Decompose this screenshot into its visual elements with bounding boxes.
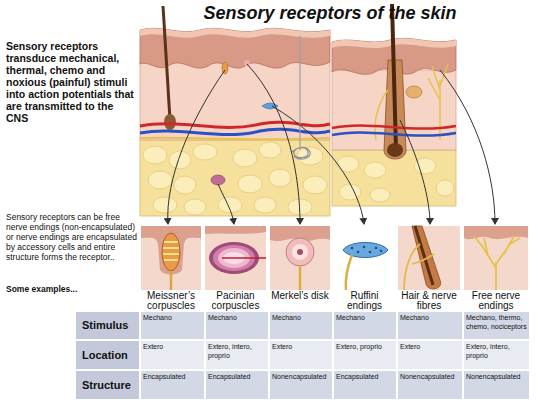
receptor-name: Merkel’s disk — [268, 291, 332, 301]
skin-block-right — [332, 4, 456, 206]
ruffini-picture — [334, 226, 395, 290]
row-header: Location — [75, 340, 140, 370]
row-header: Structure — [75, 370, 140, 400]
receptor-name: Ruffini endings — [332, 291, 397, 311]
table-cell: Extero, intero, proprio — [205, 340, 269, 370]
table-cell: Mechano, thermo, chemo, nociceptors — [463, 311, 530, 340]
diagram-title: Sensory receptors of the skin — [170, 3, 490, 24]
table-cell: Nonencapsulated — [269, 370, 333, 400]
table-cell: Mechano — [140, 311, 205, 340]
table-cell: Extero, proprio — [333, 340, 397, 370]
table-cell: Nonencapsulated — [463, 370, 530, 400]
row-header: Stimulus — [75, 311, 140, 340]
receptor-panel: Pacinian corpuscles — [205, 226, 266, 314]
receptor-name: Pacinian corpuscles — [203, 291, 268, 311]
table-cell: Extero — [397, 340, 463, 370]
table-cell: Nonencapsulated — [397, 370, 463, 400]
table-cell: Encapsulated — [140, 370, 205, 400]
table-cell: Encapsulated — [205, 370, 269, 400]
table-cell: Encapsulated — [333, 370, 397, 400]
receptor-name: Free nerve endings — [462, 291, 530, 311]
intro-note: Sensory receptors transduce mechanical, … — [6, 40, 138, 124]
merkel-picture — [270, 226, 330, 290]
table-cell: Extero, intero, proprio — [463, 340, 530, 370]
pacinian-picture — [205, 226, 266, 290]
receptor-panel: Free nerve endings — [464, 226, 528, 314]
structure-note: Sensory receptors can be free nerve endi… — [6, 212, 142, 262]
table-cell: Mechano — [397, 311, 463, 340]
table-cell: Mechano — [269, 311, 333, 340]
free-nerve-picture — [464, 226, 528, 290]
receptor-name: Meissner’s corpuscles — [139, 291, 203, 311]
examples-note: Some examples... — [6, 284, 126, 294]
receptor-panel: Merkel’s disk — [270, 226, 330, 314]
receptor-panel: Meissner’s corpuscles — [141, 226, 201, 314]
receptor-panel: Ruffini endings — [334, 226, 395, 314]
table-cell: Extero — [140, 340, 205, 370]
table-cell: Mechano — [333, 311, 397, 340]
receptor-name: Hair & nerve fibres — [396, 291, 462, 311]
skin-block-left — [140, 6, 330, 216]
leader-arrows — [168, 64, 495, 224]
table-cell: Extero — [269, 340, 333, 370]
hair-picture — [398, 226, 460, 290]
meissner-picture — [141, 226, 201, 290]
receptor-panel: Hair & nerve fibres — [398, 226, 460, 314]
table-cell: Mechano — [205, 311, 269, 340]
